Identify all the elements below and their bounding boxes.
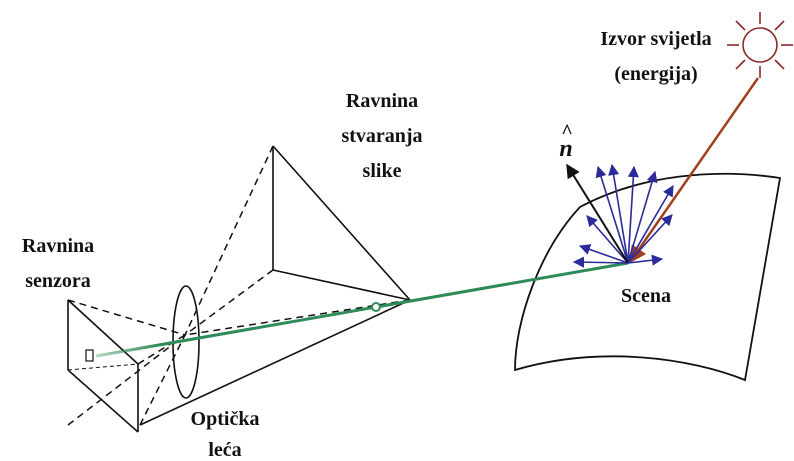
image-point: [371, 302, 381, 312]
label-sensor-plane-line2: senzora: [25, 270, 91, 292]
label-sensor-plane-line1: Ravnina: [22, 235, 94, 257]
label-normal-hat: ^: [561, 121, 573, 143]
label-image-plane-line3: slike: [363, 160, 402, 182]
label-light-source-line1: Izvor svijetla: [600, 28, 711, 50]
label-normal-n: n: [559, 136, 572, 162]
label-normal: ^ n: [559, 121, 572, 162]
projection-lines-dashed: [67, 145, 411, 426]
image-plane: [139, 145, 411, 426]
label-image-plane-line1: Ravnina: [346, 90, 418, 112]
label-light-source-line2: (energija): [614, 63, 697, 85]
label-sensor-plane: Ravnina senzora: [22, 235, 94, 292]
reflected-rays: [572, 163, 674, 268]
surface-normal-arrow: [566, 163, 629, 264]
sensor-plane: [67, 299, 139, 433]
scene-surface: [514, 172, 782, 382]
label-lens-line2: leća: [208, 439, 241, 461]
label-light-source: Izvor svijetla (energija): [600, 28, 711, 85]
light-ray: [628, 77, 760, 264]
label-lens: Optička leća: [191, 408, 260, 461]
label-scene: Scena: [621, 285, 671, 307]
label-image-plane: Ravnina stvaranja slike: [341, 90, 422, 182]
sensor-pixel: [85, 349, 94, 362]
viewing-ray: [95, 261, 629, 358]
label-image-plane-line2: stvaranja: [341, 125, 422, 147]
sun-icon: [727, 12, 793, 78]
label-lens-line1: Optička: [191, 408, 260, 430]
